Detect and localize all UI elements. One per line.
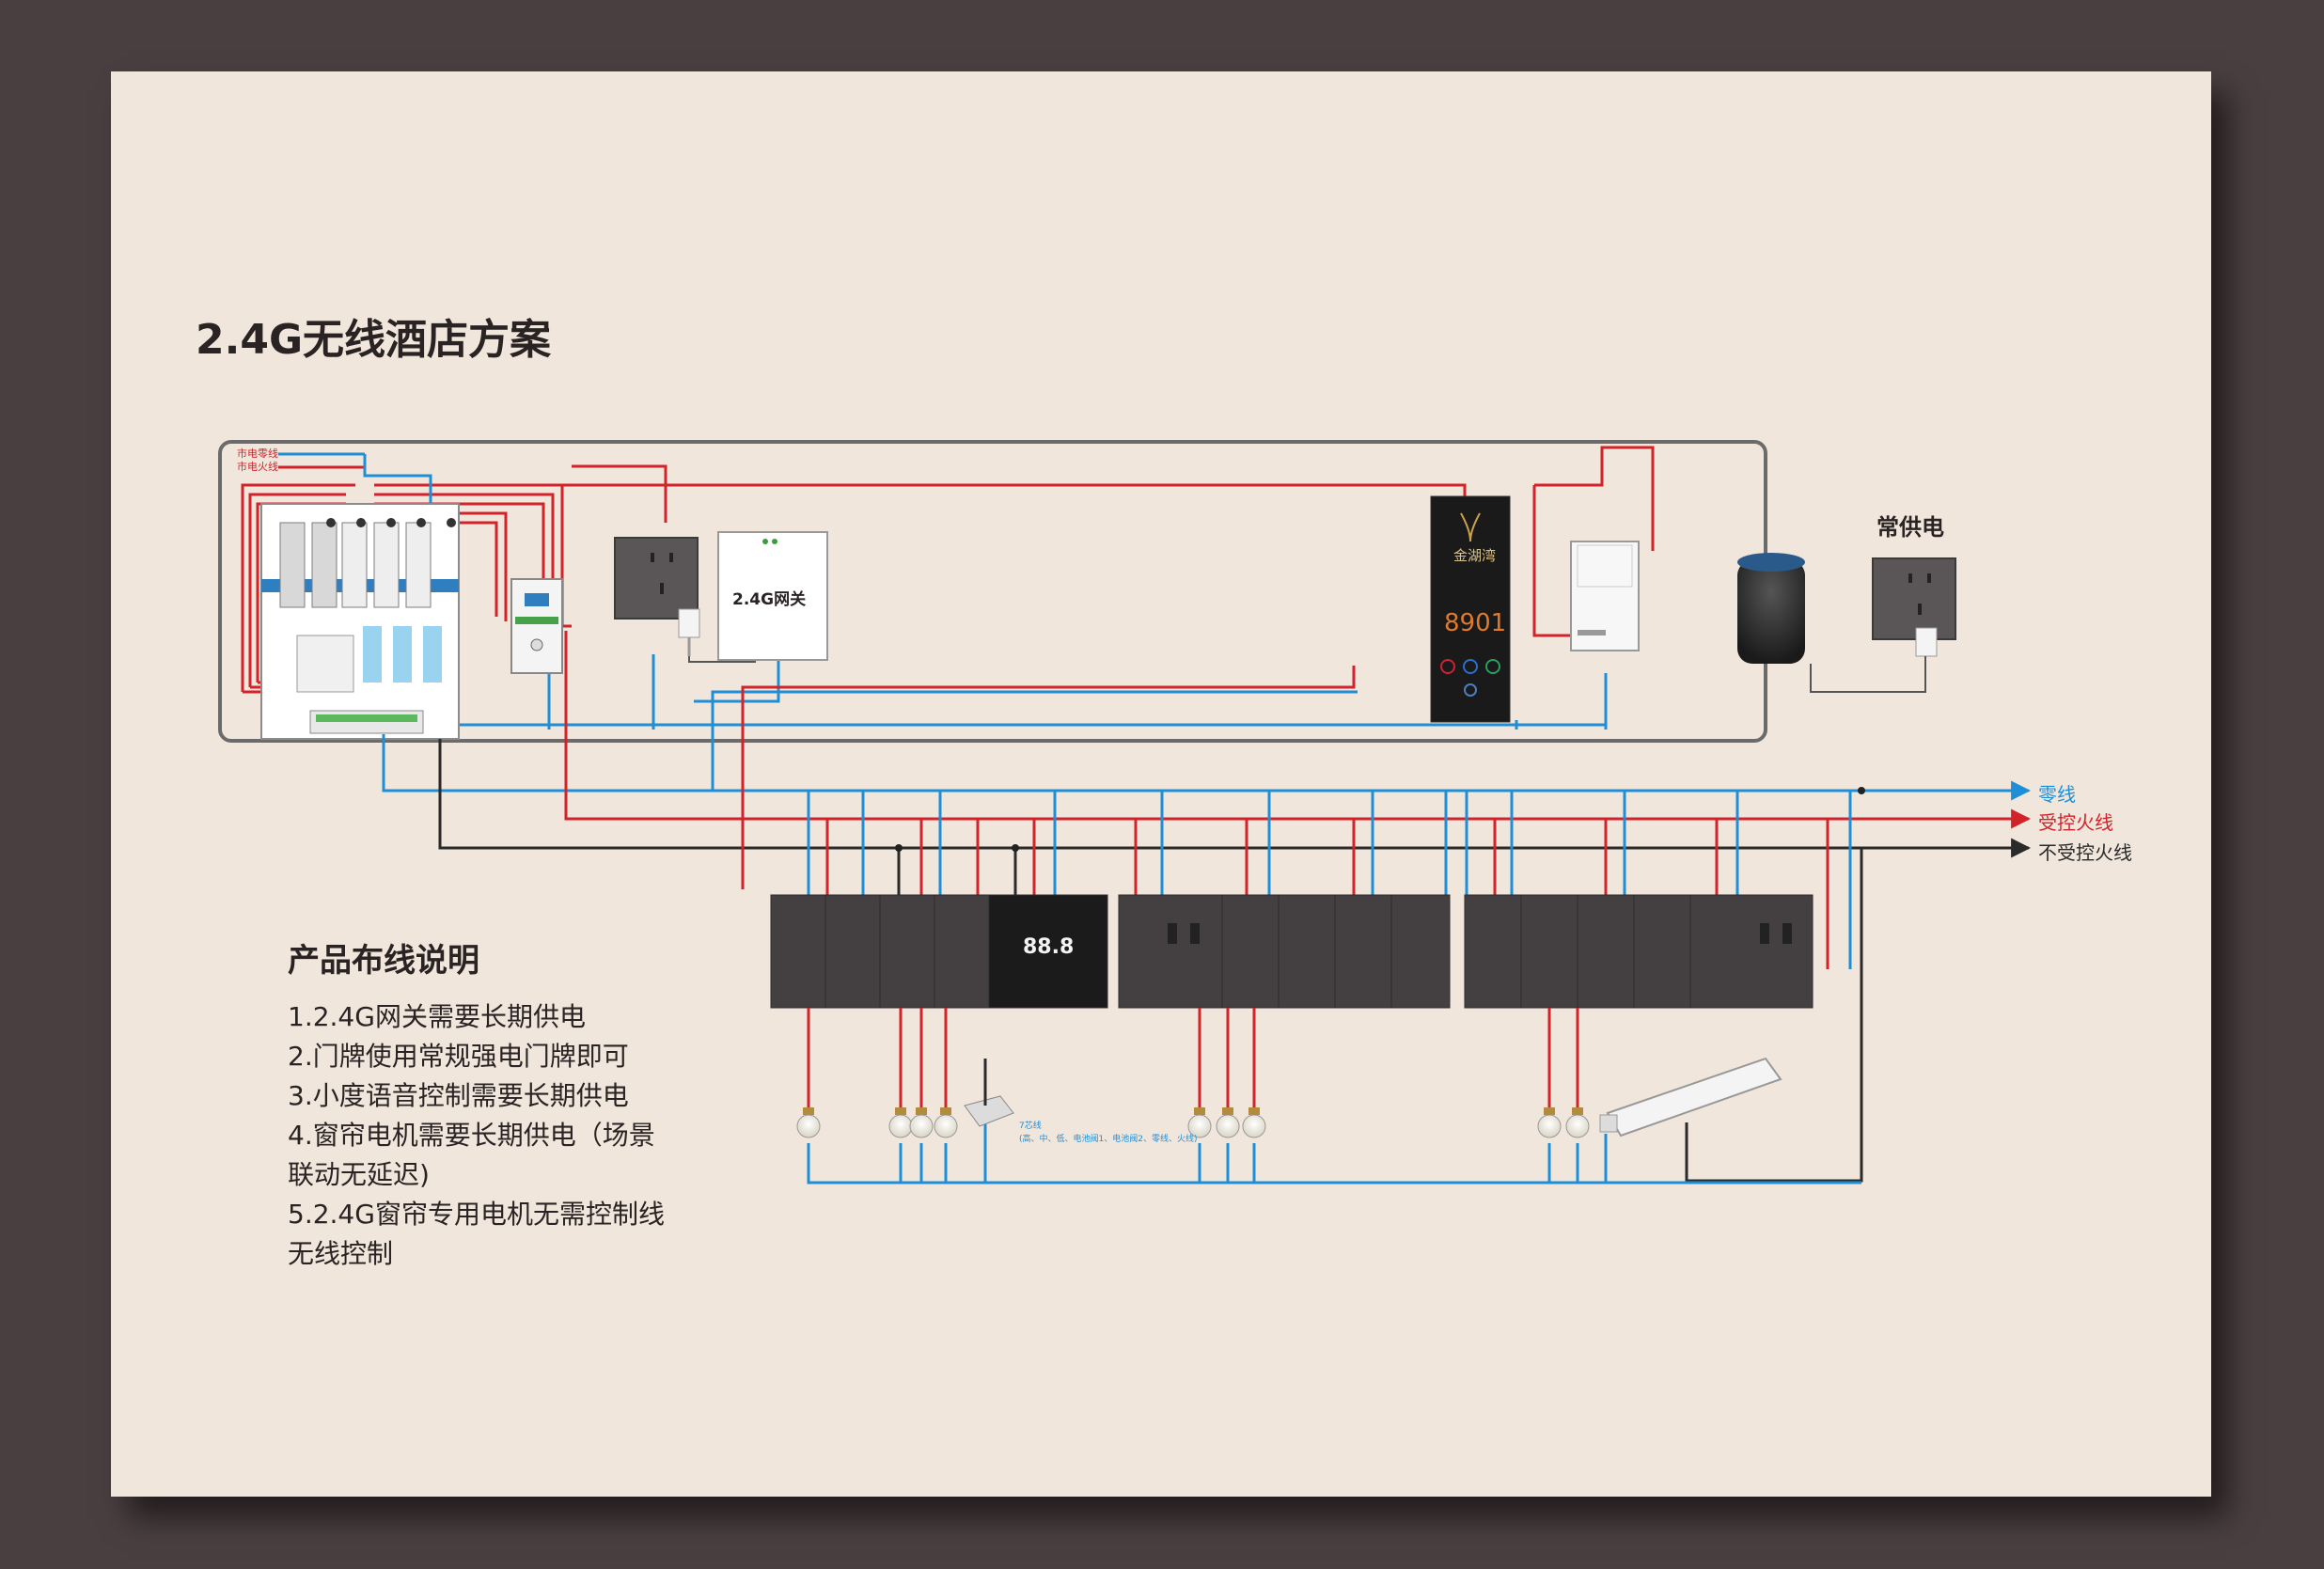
terminal-block (309, 710, 424, 734)
diagram-sheet: 2.4G无线酒店方案 市电零线 市电火线 (111, 71, 2211, 1497)
legend-neutral: 零线 (2038, 783, 2076, 806)
gateway-power-socket (614, 537, 756, 663)
note-item: 1.2.4G网关需要长期供电 (288, 1001, 586, 1032)
relay-module (510, 578, 563, 674)
legend-controlled-live: 受控火线 (2038, 811, 2113, 834)
bulb-icon (888, 1107, 913, 1138)
wiring-diagram: 2.4G无线酒店方案 市电零线 市电火线 (196, 316, 2132, 1185)
exhaust-fan-icon (964, 1059, 1014, 1127)
bulb-icon (796, 1107, 821, 1138)
curtain-motor-icon (1599, 1057, 1782, 1138)
circuit-breakers (260, 503, 460, 740)
bulb-icon (909, 1107, 934, 1138)
switch-panel-group-2 (1118, 894, 1451, 1009)
bulb-icon (1187, 1107, 1212, 1138)
note-item: 4.窗帘电机需要长期供电（场景 (288, 1120, 655, 1151)
always-powered-socket (1810, 557, 1956, 693)
bus-wires (382, 631, 2032, 889)
gateway-label: 2.4G网关 (732, 589, 806, 609)
note-item: 无线控制 (288, 1238, 394, 1269)
gateway-device (717, 531, 828, 661)
bulb-icon (1216, 1107, 1240, 1138)
bulb-icon (934, 1107, 958, 1138)
door-plate-brand: 金湖湾 (1453, 547, 1496, 564)
switch-panel-group-3 (1464, 894, 1814, 1009)
legend-uncontrolled-live: 不受控火线 (2038, 841, 2132, 864)
supply-neutral-label: 市电零线 (237, 447, 278, 460)
wire-note-line1: 7芯线 (1019, 1120, 1042, 1131)
load-wires (807, 1008, 1861, 1185)
wire-note-line2: (高、中、低、电池阀1、电池阀2、零线、火线) (1019, 1133, 1197, 1144)
door-plate-number: 8901 (1444, 609, 1506, 637)
note-item: 5.2.4G窗帘专用电机无需控制线 (288, 1199, 665, 1230)
note-item: 联动无延迟) (288, 1159, 430, 1190)
thermostat-display: 88.8 (1023, 935, 1074, 959)
box-live-feeders (241, 446, 1655, 694)
bulb-icon (1537, 1107, 1562, 1138)
smart-speaker (1737, 553, 1805, 664)
always-powered-label: 常供电 (1876, 514, 1944, 541)
wiring-notes: 产品布线说明 1.2.4G网关需要长期供电 2.门牌使用常规强电门牌即可 3.小… (288, 934, 777, 1274)
switch-panel-group-1: 88.8 (770, 894, 1108, 1009)
notes-title: 产品布线说明 (288, 942, 479, 980)
supply-live-label: 市电火线 (237, 460, 278, 473)
doorbell-chime (1570, 541, 1640, 651)
door-plate-buttons (1440, 659, 1500, 697)
junction-dots (895, 787, 1865, 852)
note-item: 2.门牌使用常规强电门牌即可 (288, 1041, 629, 1072)
page-title: 2.4G无线酒店方案 (196, 316, 552, 364)
note-item: 3.小度语音控制需要长期供电 (288, 1080, 629, 1111)
bulb-icon (1565, 1107, 1590, 1138)
light-bulbs (796, 1107, 1590, 1138)
bulb-icon (1242, 1107, 1266, 1138)
